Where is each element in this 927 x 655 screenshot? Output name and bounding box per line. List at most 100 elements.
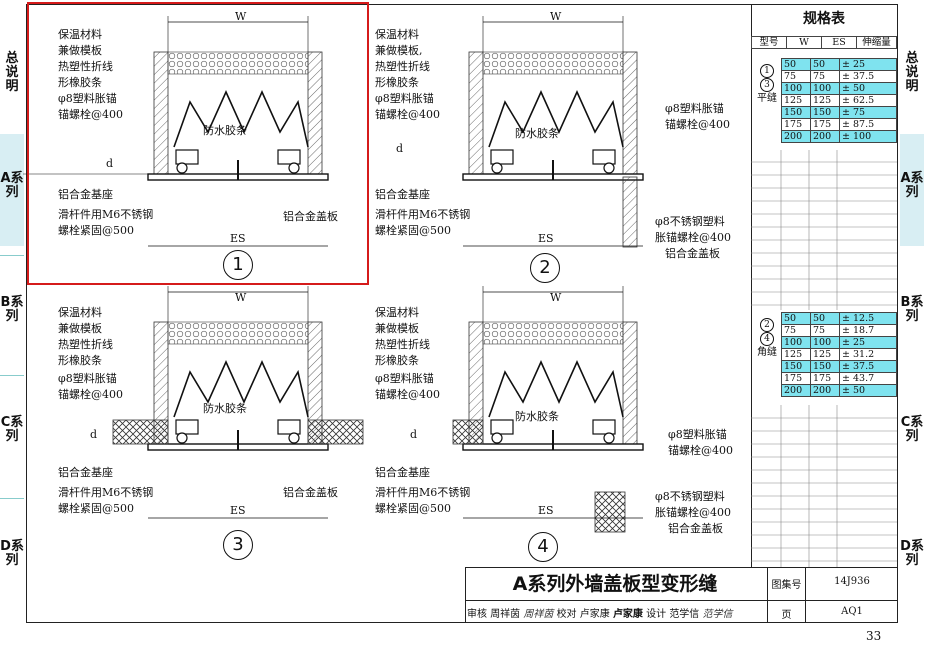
left-tab-divider [0,255,24,256]
label: 热塑性折线 [375,338,430,351]
type-badge: 1 [760,64,774,78]
label: 铝合金盖板 [283,486,338,499]
header-w: W [786,36,822,49]
label: 防水胶条 [515,410,559,423]
spec-empty-grid-lower [751,405,897,567]
label: φ8不锈钢塑料 [655,490,725,503]
left-tab-divider [0,498,24,499]
detail-4-drawing [452,286,644,533]
title-block [465,567,898,623]
right-tab-highlight [900,134,924,246]
label: φ8塑料胀锚 [58,372,117,385]
dim-d: d [106,157,114,170]
detail-3-drawing [112,286,364,519]
label: 锚螺栓@400 [375,388,440,401]
drawing-frame [26,4,898,623]
left-tab-c-series[interactable]: C系列 [0,415,24,444]
checker-name: 卢家康 [579,609,610,620]
label: 滑杆件用M6不锈钢 [375,486,471,499]
label: 兼做模板, [375,44,423,57]
detail-2-drawing [462,16,644,248]
label: 兼做模板 [58,322,102,335]
detail-drawings [23,16,644,533]
label: 滑杆件用M6不锈钢 [58,486,154,499]
label: 螺栓紧固@500 [58,502,134,515]
label: 形橡胶条 [375,354,419,367]
label: 螺栓紧固@500 [58,224,134,237]
signature-row: 审核 周祥茵 周祥茵 校对 卢家康 卢家康 设计 范学信 范学信 [467,605,767,620]
dim-d: d [90,428,98,441]
spec-table-panel [751,5,898,568]
type-suffix: 角缝 [757,347,777,358]
label: 形橡胶条 [58,354,102,367]
dim-w: W [550,10,562,23]
right-tab-d-series[interactable]: D系列 [900,539,924,568]
label: 铝合金基座 [375,188,430,201]
spec-table: 型号 W ES 伸缩量 [751,36,897,49]
label: 铝合金盖板 [665,247,720,260]
label: 防水胶条 [203,124,247,137]
label: 锚螺栓@400 [375,108,440,121]
left-tab-a-series[interactable]: A系列 [0,171,24,200]
label: 铝合金基座 [58,188,113,201]
label: 螺栓紧固@500 [375,502,451,515]
left-tab-general[interactable]: 总说明 [5,51,19,94]
label: 保温材料 [58,306,102,319]
type-badge: 2 [760,318,774,332]
right-tab-general[interactable]: 总说明 [905,51,919,94]
label: φ8塑料胀锚 [665,102,724,115]
check-label: 校对 [556,609,577,620]
dim-w: W [235,291,247,304]
right-tab-b-series[interactable]: B系列 [900,295,924,324]
dim-es: ES [230,232,246,245]
title-divider [465,600,898,601]
label: 铝合金基座 [375,466,430,479]
left-tab-d-series[interactable]: D系列 [0,539,24,568]
right-tab-a-series[interactable]: A系列 [900,171,924,200]
detail-1-drawing [23,16,329,247]
review-label: 审核 [467,609,487,620]
label: 保温材料 [58,28,102,41]
label: 形橡胶条 [375,76,419,89]
label: 滑杆件用M6不锈钢 [58,208,154,221]
spec-table-title: 规格表 [803,11,845,27]
label: 铝合金基座 [58,466,113,479]
label: φ8塑料胀锚 [668,428,727,441]
label: 胀锚螺栓@400 [655,231,731,244]
label: 兼做模板 [375,322,419,335]
dim-w: W [550,291,562,304]
label: 保温材料 [375,306,419,319]
label: 兼做模板 [58,44,102,57]
label: 螺栓紧固@500 [375,224,451,237]
right-tab-c-series[interactable]: C系列 [900,415,924,444]
label: 铝合金盖板 [283,210,338,223]
label: φ8塑料胀锚 [375,92,434,105]
label: 热塑性折线 [58,338,113,351]
header-expansion: 伸缩量 [856,36,897,49]
label: 热塑性折线 [58,60,113,73]
checker-signature: 卢家康 [612,609,643,620]
selected-detail-frame[interactable] [27,2,369,285]
label: 滑杆件用M6不锈钢 [375,208,471,221]
design-label: 设计 [646,609,667,620]
label: 形橡胶条 [58,76,102,89]
page-code: AQ1 [841,606,863,617]
label: 防水胶条 [203,402,247,415]
detail-number-1: 1 [223,250,253,280]
left-tab-b-series[interactable]: B系列 [0,295,24,324]
dim-es: ES [538,232,554,245]
dim-w: W [235,10,247,23]
atlas-number: 14J936 [834,576,870,587]
title-divider [767,567,768,623]
